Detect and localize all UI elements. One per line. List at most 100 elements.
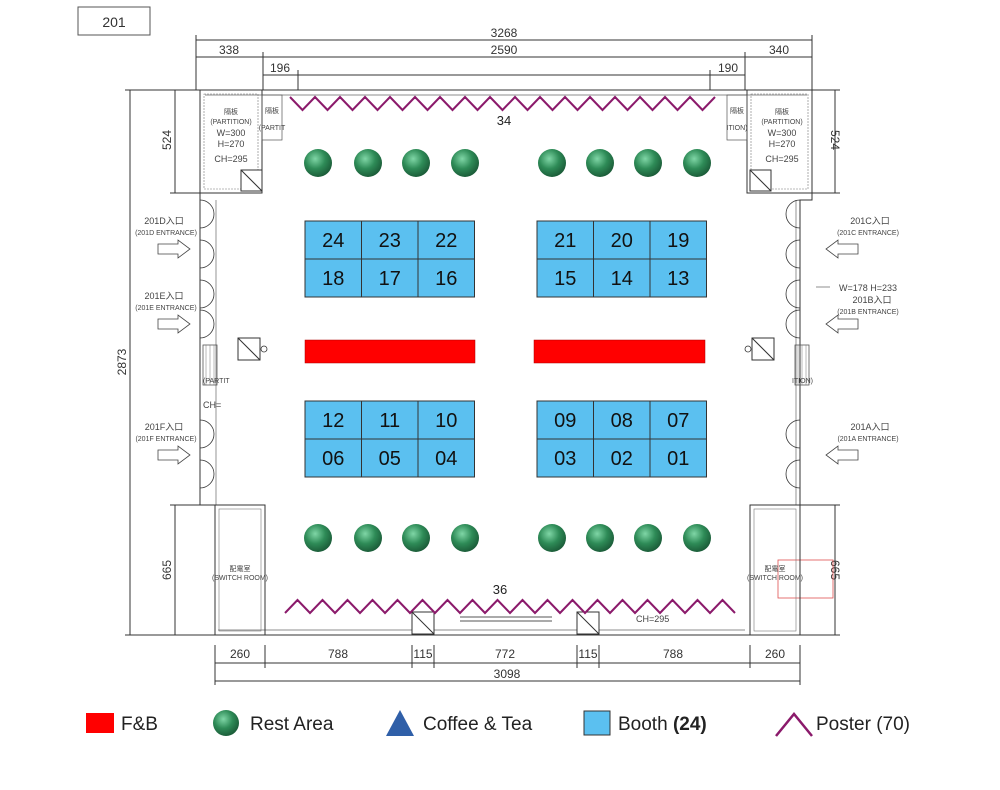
booth-cell (649, 438, 707, 478)
booth-13[interactable]: 13 (649, 258, 707, 298)
booth-12[interactable]: 12 (304, 400, 362, 440)
entrance-c[interactable]: 201C入口 (201C ENTRANCE) (825, 216, 899, 259)
switch-room-left: 配電室 (SWITCH ROOM) (212, 504, 268, 636)
room-label-box: 201 (77, 6, 151, 36)
entrance-e[interactable]: 201E入口 (201E ENTRANCE) (135, 291, 197, 334)
booth-22[interactable]: 22 (417, 220, 475, 260)
booth-number: 15 (554, 268, 576, 290)
booth-14[interactable]: 14 (593, 258, 651, 298)
legend-booth-count: (24) (673, 714, 707, 735)
booth-21[interactable]: 21 (536, 220, 594, 260)
booth-number: 01 (667, 448, 689, 470)
room-label: 201 (102, 14, 126, 30)
legend: F&B Rest Area Coffee & Tea Booth (24) Po… (86, 710, 910, 737)
booth-20[interactable]: 20 (593, 220, 651, 260)
partition-small-left-zh: 隔板 (265, 106, 279, 115)
booth-number: 02 (611, 448, 633, 470)
booth-15[interactable]: 15 (536, 258, 594, 298)
booth-number: 24 (322, 230, 344, 252)
dim-top-total: 3268 (491, 26, 518, 40)
partition-mid-left: (PARTIT CH= (202, 337, 268, 410)
booth-09[interactable]: 09 (536, 400, 594, 440)
dim-bottom-5: 788 (663, 647, 683, 661)
booth-number: 04 (435, 448, 457, 470)
rest-area-circle (538, 149, 566, 177)
booth-04[interactable]: 04 (417, 438, 475, 478)
rest-area-circle (451, 149, 479, 177)
entrance-b[interactable]: W=178 H=233 201B入口 (201B ENTRANCE) (816, 283, 899, 334)
partition-left-zh: 隔板 (224, 107, 238, 116)
entrance-f-en: (201F ENTRANCE) (135, 436, 196, 443)
booth-05[interactable]: 05 (361, 438, 419, 478)
booth-swatch (583, 710, 611, 736)
booth-cell (593, 400, 651, 440)
dim-left-top: 524 (160, 130, 174, 150)
bottom-doors: CH=295 (411, 611, 669, 635)
rest-areas (304, 149, 711, 552)
dim-right-top: 524 (828, 130, 842, 150)
booth-06[interactable]: 06 (304, 438, 362, 478)
coffee-triangle-icon (386, 710, 414, 736)
dim-right-bottom: 665 (828, 560, 842, 580)
booth-07[interactable]: 07 (649, 400, 707, 440)
dim-top-left: 338 (219, 43, 239, 57)
fnb-counter-right (533, 339, 706, 364)
booth-cell (536, 400, 594, 440)
booth-cell (593, 258, 651, 298)
booth-10[interactable]: 10 (417, 400, 475, 440)
entrance-c-en: (201C ENTRANCE) (837, 230, 899, 237)
booth-cell (304, 258, 362, 298)
booth-number: 05 (379, 448, 401, 470)
entrance-a[interactable]: 201A入口 (201A ENTRANCE) (825, 422, 899, 465)
booth-03[interactable]: 03 (536, 438, 594, 478)
entrance-d-arrow-icon (157, 239, 191, 259)
booth-02[interactable]: 02 (593, 438, 651, 478)
dim-top-right: 340 (769, 43, 789, 57)
partition-small-left-en: (PARTIT (259, 125, 286, 132)
booth-number: 14 (611, 268, 633, 290)
rest-area-circle (586, 149, 614, 177)
entrance-b-zh: 201B入口 (852, 295, 891, 305)
partition-right-zh: 隔板 (775, 107, 789, 116)
booth-11[interactable]: 11 (361, 400, 419, 440)
booth-number: 07 (667, 410, 689, 432)
left-dimensions: 2873 524 665 (115, 89, 215, 636)
entrance-d-zh: 201D入口 (144, 216, 184, 226)
booth-16[interactable]: 16 (417, 258, 475, 298)
booth-number: 23 (379, 230, 401, 252)
booth-cell (536, 438, 594, 478)
rest-area-circle (586, 524, 614, 552)
entrance-d-en: (201D ENTRANCE) (135, 230, 197, 237)
entrance-d[interactable]: 201D入口 (201D ENTRANCE) (135, 216, 197, 259)
poster-count-top: 34 (497, 113, 511, 128)
partition-right-w: W=300 (768, 128, 797, 138)
highlight-box (777, 559, 834, 599)
booth-24[interactable]: 24 (304, 220, 362, 260)
booth-cell (649, 220, 707, 260)
partition-mid-right: ITION) (744, 337, 813, 386)
booth-number: 10 (435, 410, 457, 432)
partition-mid-left-en: (PARTIT (203, 378, 230, 385)
legend-coffee-label: Coffee & Tea (423, 714, 533, 735)
legend-booth-text: Booth (24) (618, 714, 707, 735)
rest-area-circle (354, 149, 382, 177)
booth-19[interactable]: 19 (649, 220, 707, 260)
booth-01[interactable]: 01 (649, 438, 707, 478)
switch-room-right-en: (SWITCH ROOM) (747, 575, 803, 582)
booth-17[interactable]: 17 (361, 258, 419, 298)
booth-18[interactable]: 18 (304, 258, 362, 298)
booth-08[interactable]: 08 (593, 400, 651, 440)
booth-cell (304, 220, 362, 260)
entrance-f-zh: 201F入口 (145, 422, 184, 432)
booth-cell (417, 220, 475, 260)
partition-small-right-en: ITION) (727, 125, 748, 132)
entrance-f[interactable]: 201F入口 (201F ENTRANCE) (135, 422, 197, 465)
entrance-a-zh: 201A入口 (850, 422, 889, 432)
rest-area-circle (402, 149, 430, 177)
booth-23[interactable]: 23 (361, 220, 419, 260)
legend-item-coffee: Coffee & Tea (386, 710, 533, 736)
partition-right-en: (PARTITION) (761, 119, 802, 126)
switch-room-right: 配電室 (SWITCH ROOM) (747, 504, 803, 636)
